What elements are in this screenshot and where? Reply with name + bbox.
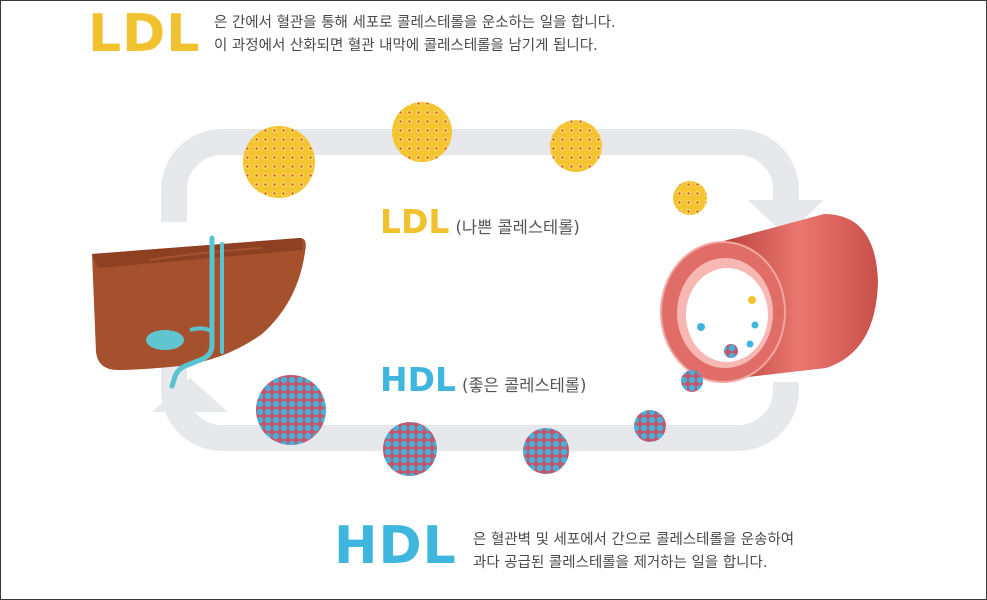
hdl-title: HDL — [334, 516, 457, 576]
gallbladder-icon — [146, 330, 184, 350]
arrow-down-to-vessel — [748, 200, 824, 236]
liver-icon — [92, 235, 306, 389]
ldl-cycle-label: LDL (나쁜 콜레스테롤) — [380, 202, 580, 241]
ldl-sublabel: (나쁜 콜레스테롤) — [455, 218, 580, 237]
blood-vessel-icon — [660, 214, 878, 383]
ldl-particle — [392, 102, 452, 162]
hdl-cycle-label: HDL (좋은 콜레스테롤) — [380, 360, 586, 399]
hdl-description: 은 혈관벽 및 세포에서 간으로 콜레스테롤을 운송하여 과다 공급된 콜레스테… — [473, 529, 794, 575]
hdl-particle — [634, 410, 666, 442]
hdl-particle — [681, 370, 703, 392]
ldl-particles — [243, 102, 707, 215]
ldl-description-line2: 이 과정에서 산화되면 혈관 내막에 콜레스테롤을 남기게 됩니다. — [214, 38, 598, 54]
ldl-particle — [673, 181, 707, 215]
arrow-up-to-liver — [152, 378, 228, 412]
ldl-particle — [550, 120, 602, 172]
hdl-sublabel: (좋은 콜레스테롤) — [462, 376, 587, 395]
ldl-particle — [243, 126, 315, 198]
hdl-description-line2: 과다 공급된 콜레스테롤을 제거하는 일을 합니다. — [473, 555, 768, 571]
hdl-label: HDL — [380, 360, 457, 399]
hdl-description-line1: 은 혈관벽 및 세포에서 간으로 콜레스테롤을 운송하여 — [473, 532, 795, 548]
hdl-particle — [383, 422, 437, 476]
hdl-particles — [256, 370, 703, 476]
hdl-particle — [256, 375, 326, 445]
ldl-description: 은 간에서 혈관을 통해 세포로 콜레스테롤을 운소하는 일을 합니다. 이 과… — [214, 12, 616, 58]
ldl-title: LDL — [88, 4, 201, 64]
ldl-label: LDL — [380, 202, 450, 241]
hdl-particle — [523, 428, 569, 474]
ldl-description-line1: 은 간에서 혈관을 통해 세포로 콜레스테롤을 운소하는 일을 합니다. — [214, 15, 616, 31]
